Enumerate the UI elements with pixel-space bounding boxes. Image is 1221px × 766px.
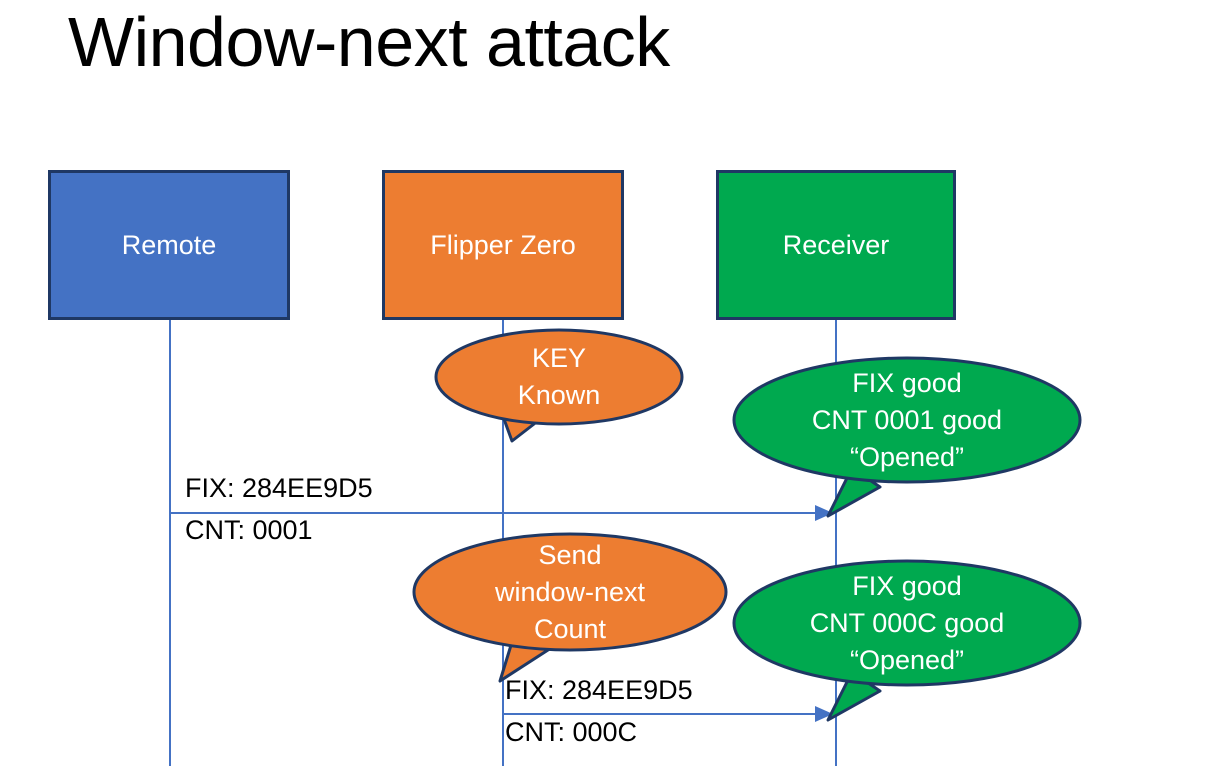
message-2-cnt-label: CNT: 000C	[505, 717, 638, 747]
bubble-receiver-ack-2	[732, 559, 1082, 722]
actor-box-receiver[interactable]: Receiver	[716, 170, 956, 320]
bubble-key-known	[434, 328, 684, 443]
actor-label-receiver: Receiver	[782, 229, 890, 260]
message-1-fix-label: FIX: 284EE9D5	[185, 473, 373, 503]
bubble-send-window-next	[412, 532, 728, 683]
bubble-body-send-window-next	[412, 532, 728, 652]
message-2-fix-label: FIX: 284EE9D5	[505, 675, 693, 705]
page-title: Window-next attack	[68, 3, 670, 81]
bubble-body-receiver-ack-2	[732, 559, 1082, 687]
message-1-cnt-label: CNT: 0001	[185, 515, 313, 545]
actor-box-remote[interactable]: Remote	[48, 170, 290, 320]
bubble-body-receiver-ack-1	[732, 356, 1082, 484]
bubble-receiver-ack-1	[732, 356, 1082, 518]
bubble-body-key-known	[434, 328, 684, 426]
actor-label-flipper: Flipper Zero	[430, 229, 576, 260]
actor-box-flipper[interactable]: Flipper Zero	[382, 170, 624, 320]
actor-label-remote: Remote	[121, 229, 217, 260]
